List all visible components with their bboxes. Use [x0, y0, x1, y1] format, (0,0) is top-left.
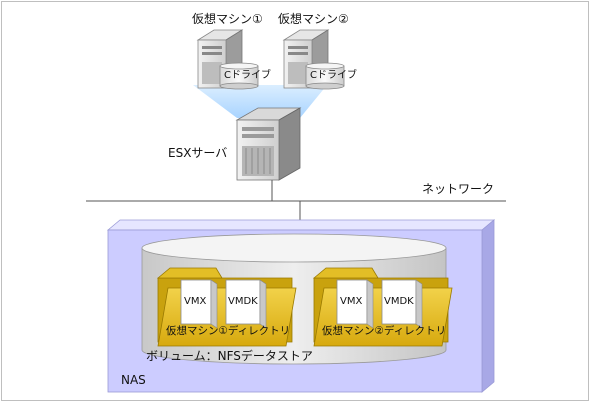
network-label: ネットワーク — [422, 182, 495, 196]
vm1-drive-icon — [219, 62, 259, 90]
vm1-vmx-label: VMX — [184, 296, 207, 307]
vm2-drive-icon — [305, 62, 345, 90]
vm1-vmdk-label: VMDK — [228, 296, 258, 307]
esx-server-icon — [235, 107, 302, 181]
vm1-vmx-file-icon — [180, 279, 218, 329]
vm2-drive-label: Cドライブ — [310, 70, 357, 81]
esx-server-label: ESXサーバ — [168, 146, 228, 160]
nas-label: NAS — [121, 373, 146, 387]
vm2-vmx-label: VMX — [340, 296, 363, 307]
vm2-directory-label: 仮想マシン②ディレクトリ — [322, 325, 447, 337]
vm1-drive-label: Cドライブ — [224, 70, 271, 81]
vm2-vmdk-file-icon — [381, 279, 423, 329]
volume-label: ボリューム：NFSデータストア — [146, 349, 313, 363]
vm1-directory-label: 仮想マシン①ディレクトリ — [166, 325, 291, 337]
vm2-vmx-file-icon — [336, 279, 374, 329]
vm2-vmdk-label: VMDK — [384, 296, 414, 307]
vm1-vmdk-file-icon — [225, 279, 267, 329]
vm1-label: 仮想マシン① — [192, 12, 263, 26]
vm2-label: 仮想マシン② — [278, 12, 349, 26]
